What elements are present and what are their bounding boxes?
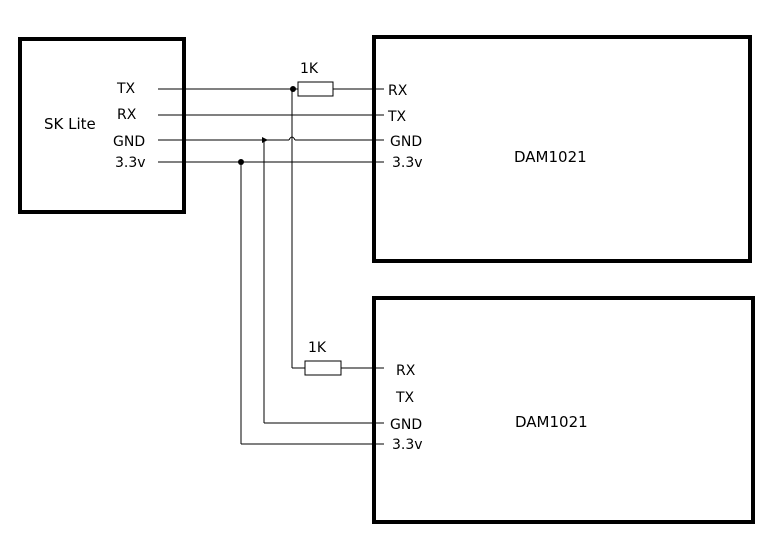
dam-bottom-pin-rx: RX bbox=[396, 363, 416, 379]
dam-top-pin-3v3: 3.3v bbox=[392, 155, 423, 171]
dam-top-module: DAM1021 RX TX GND 3.3v bbox=[372, 35, 752, 263]
gnd-wire bbox=[158, 136, 384, 424]
dam-top-box bbox=[372, 35, 752, 263]
resistor-bottom-label: 1K bbox=[308, 340, 327, 356]
sk-lite-box bbox=[18, 37, 186, 214]
resistor-top-label: 1K bbox=[300, 61, 319, 77]
resistor-top: 1K bbox=[297, 61, 334, 97]
sk-lite-module: SK Lite TX RX GND 3.3v bbox=[18, 37, 186, 214]
sk-lite-label: SK Lite bbox=[44, 115, 96, 133]
v33-wire bbox=[158, 159, 384, 445]
resistor-bottom-body bbox=[304, 360, 342, 376]
dam-bottom-pin-tx: TX bbox=[395, 390, 415, 406]
dam-top-pin-tx: TX bbox=[387, 109, 407, 125]
sk-lite-pin-gnd: GND bbox=[113, 134, 145, 150]
dam-bottom-module: DAM1021 RX TX GND 3.3v bbox=[372, 296, 755, 524]
dam-top-pin-rx: RX bbox=[388, 83, 408, 99]
dam-bottom-label: DAM1021 bbox=[515, 413, 588, 431]
dam-bottom-pin-gnd: GND bbox=[390, 417, 422, 433]
sk-lite-pin-3v3: 3.3v bbox=[115, 155, 146, 171]
sk-lite-pin-tx: TX bbox=[116, 81, 136, 97]
resistor-top-body bbox=[297, 81, 334, 97]
dam-top-label: DAM1021 bbox=[514, 148, 587, 166]
gnd-junction-marker bbox=[262, 137, 268, 143]
tx-wire bbox=[158, 86, 384, 369]
gnd-wire-hop bbox=[288, 136, 296, 141]
sk-lite-pin-rx: RX bbox=[117, 107, 137, 123]
dam-top-pin-gnd: GND bbox=[390, 134, 422, 150]
dam-bottom-pin-3v3: 3.3v bbox=[392, 437, 423, 453]
resistor-bottom: 1K bbox=[304, 340, 342, 376]
dam-bottom-box bbox=[372, 296, 755, 524]
tx-junction-dot bbox=[290, 86, 296, 92]
